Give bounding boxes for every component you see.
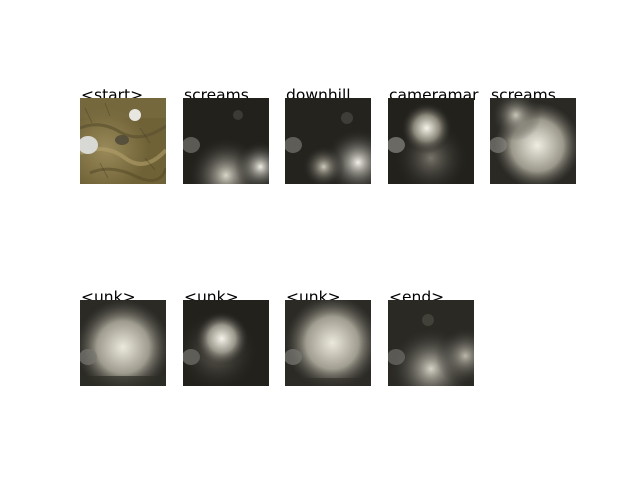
panel-0: <start>	[80, 86, 166, 184]
attention-heatmap	[80, 300, 166, 386]
attention-heatmap	[285, 98, 371, 184]
panel-1: screams	[183, 86, 269, 184]
panel-7: <unk>	[285, 288, 371, 386]
attention-heatmap	[388, 98, 474, 184]
attention-heatmap	[490, 98, 576, 184]
panel-3: cameramar	[388, 86, 479, 184]
panel-6: <unk>	[183, 288, 269, 386]
panel-8: <end>	[388, 288, 474, 386]
panel-2: downhill	[285, 86, 371, 184]
panel-4: screams	[490, 86, 576, 184]
image-thumbnail	[80, 98, 166, 184]
attention-heatmap	[183, 300, 269, 386]
attention-heatmap	[388, 300, 474, 386]
panel-5: <unk>	[80, 288, 166, 386]
attention-heatmap	[285, 300, 371, 386]
attention-heatmap	[183, 98, 269, 184]
